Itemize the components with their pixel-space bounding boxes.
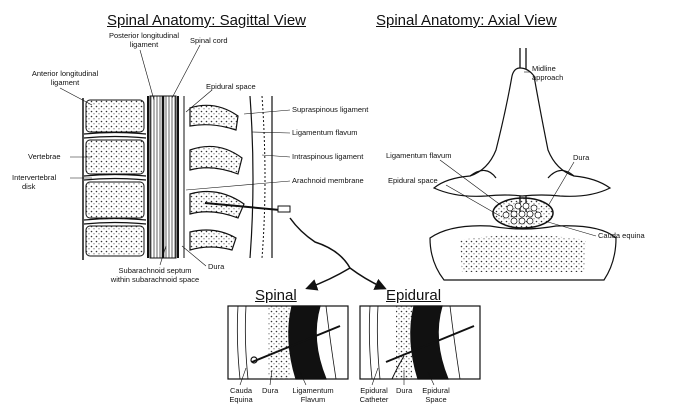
label-dura-epidural: Dura (396, 386, 413, 395)
label-vertebrae: Vertebrae (28, 152, 61, 161)
label-epidural-space: Epidural space (206, 82, 256, 91)
spinal-inset (227, 305, 349, 380)
sagittal-leaders (59, 44, 291, 267)
intervertebral-disks (83, 131, 147, 225)
label-ligamentum-flavum: Ligamentum flavum (292, 128, 358, 137)
spinous-processes (189, 104, 245, 251)
label-supraspinous: Supraspinous ligament (292, 105, 369, 114)
label-arachnoid: Arachnoid membrane (292, 176, 364, 185)
sagittal-title: Spinal Anatomy: Sagittal View (107, 12, 307, 29)
sagittal-diagram (80, 95, 291, 263)
axial-diagram (429, 48, 617, 281)
label-intraspinous: Intraspinous ligament (292, 152, 364, 161)
label-dura-sagittal: Dura (208, 262, 225, 271)
axial-leaders (439, 71, 597, 237)
spinal-title: Spinal (255, 287, 297, 304)
axial-title: Spinal Anatomy: Axial View (376, 12, 557, 29)
epidural-inset (359, 305, 481, 380)
label-spinal-cord: Spinal cord (190, 36, 228, 45)
epidural-title: Epidural (386, 287, 442, 304)
label-cauda-equina-axial: Cauda equina (598, 231, 645, 240)
label-epidural-space-axial: Epidural space (388, 176, 438, 185)
connector-arrows (289, 217, 387, 291)
label-dura-spinal: Dura (262, 386, 279, 395)
label-dura-axial: Dura (573, 153, 590, 162)
label-ligamentum-flavum-axial: Ligamentum flavum (386, 151, 452, 160)
